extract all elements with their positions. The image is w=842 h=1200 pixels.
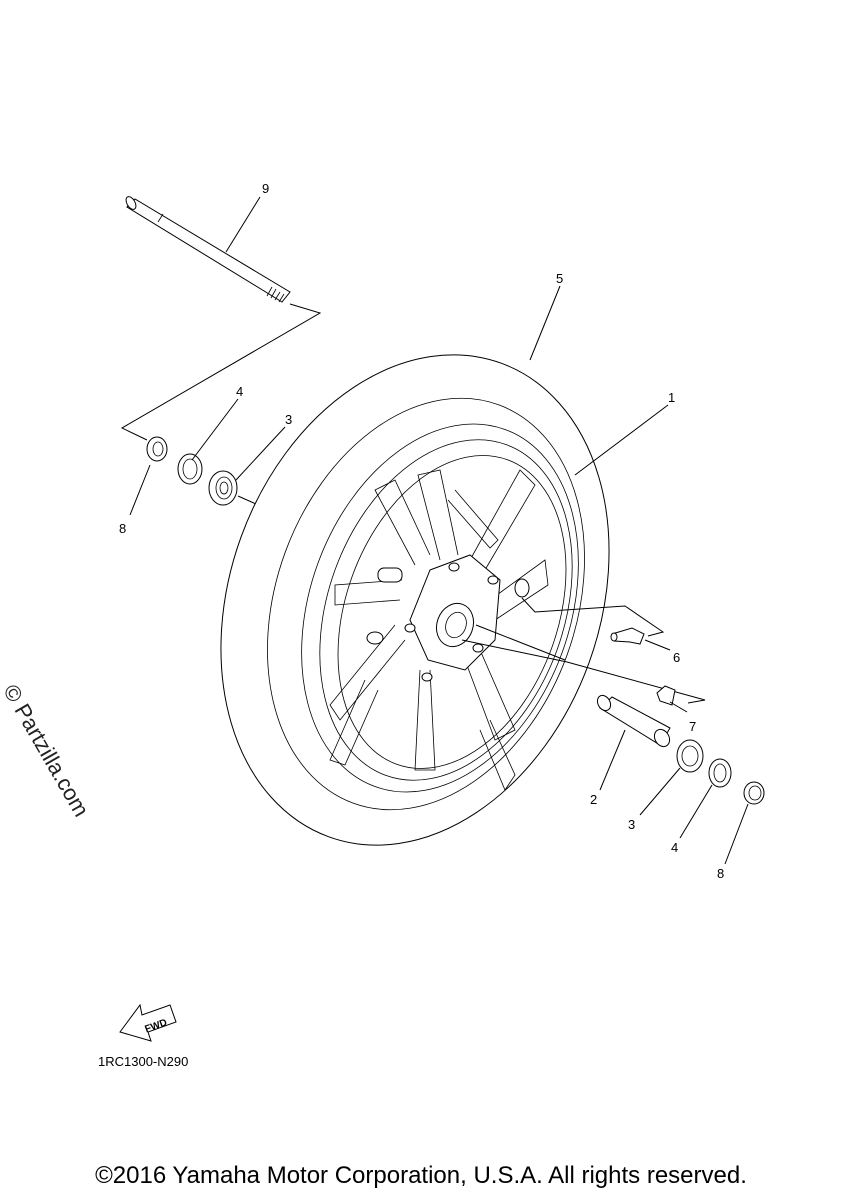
weight-guide-line [461, 639, 706, 704]
callout-4-left: 4 [236, 384, 243, 399]
callout-9: 9 [262, 181, 269, 196]
oil-seal-left [177, 453, 203, 485]
callout-4-right: 4 [671, 840, 678, 855]
callout-6: 6 [673, 650, 680, 665]
bearing-left [208, 470, 238, 506]
callout-7: 7 [689, 719, 696, 734]
wheel-spokes [329, 469, 549, 791]
spacer-collar [596, 694, 671, 748]
fwd-arrow-icon: FWD [119, 1003, 177, 1042]
callout-1: 1 [668, 390, 675, 405]
oil-seal-right [708, 758, 732, 788]
balance-weight [656, 685, 676, 706]
collar-right [743, 781, 765, 805]
copyright-notice: ©2016 Yamaha Motor Corporation, U.S.A. A… [95, 1162, 747, 1189]
tire-valve [610, 627, 645, 645]
collar-left [146, 436, 168, 462]
bearing-right [676, 739, 704, 773]
callout-8-left: 8 [119, 521, 126, 536]
callout-2: 2 [590, 792, 597, 807]
callout-3-right: 3 [628, 817, 635, 832]
weight-guide-line-2 [475, 624, 566, 661]
callout-3-left: 3 [285, 412, 292, 427]
diagram-code: 1RC1300-N290 [98, 1054, 189, 1069]
wheel-hub [366, 554, 530, 682]
callout-5: 5 [556, 271, 563, 286]
axle-guide-line [120, 303, 322, 441]
leader-lines [129, 196, 749, 865]
axle [125, 196, 291, 303]
callout-8-right: 8 [717, 866, 724, 881]
wheel-rim [301, 423, 579, 793]
tire [220, 354, 610, 846]
valve-guide-line [521, 597, 665, 637]
